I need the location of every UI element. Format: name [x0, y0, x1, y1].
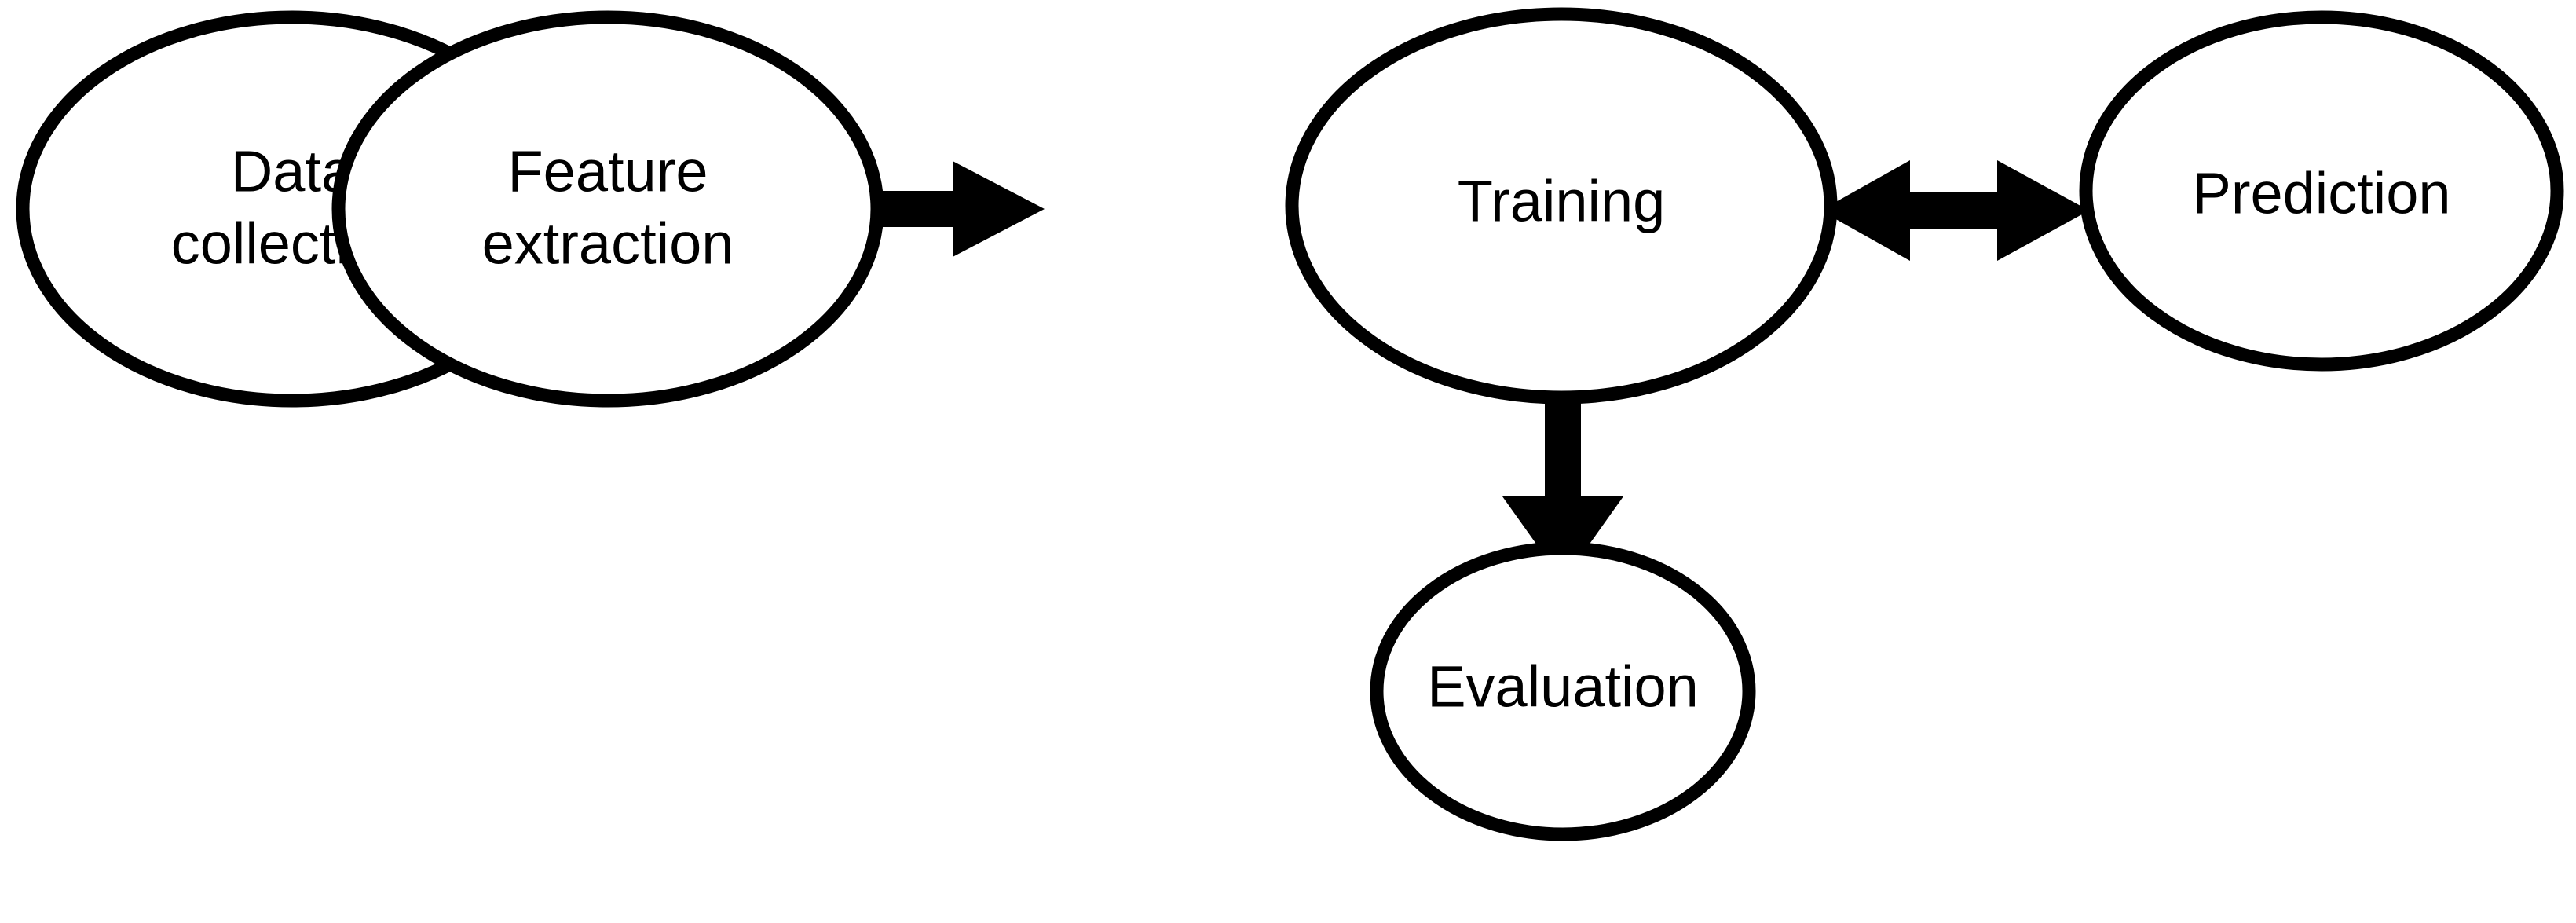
node-evaluation[interactable]: Evaluation [1370, 541, 1756, 841]
node-feature-extraction[interactable]: Feature extraction [331, 10, 884, 408]
node-shape-ellipse[interactable] [2079, 10, 2564, 372]
arrowhead-right-icon [1997, 160, 2089, 261]
node-prediction[interactable]: Prediction [2079, 10, 2564, 372]
edge-feature-extraction-to-training [870, 161, 1045, 257]
edge-training-to-evaluation [1502, 389, 1623, 581]
node-label-prediction: Prediction [2192, 161, 2450, 226]
node-training[interactable]: Training [1285, 7, 1838, 405]
arrowhead-down-icon [1502, 496, 1623, 581]
node-label-evaluation: Evaluation [1427, 654, 1699, 720]
arrowhead-right-icon [953, 161, 1045, 257]
node-shape-ellipse[interactable] [331, 10, 884, 408]
edge-shaft [1545, 389, 1581, 515]
edge-training-to-prediction [1820, 160, 2089, 261]
arrowhead-left-icon [1820, 160, 1910, 261]
node-label-feature-extraction-line1: Feature [507, 139, 708, 204]
node-shape-ellipse[interactable] [1370, 541, 1756, 841]
node-label-training: Training [1458, 169, 1666, 234]
node-label-feature-extraction-line2: extraction [482, 211, 734, 277]
node-shape-ellipse[interactable] [1285, 7, 1838, 405]
